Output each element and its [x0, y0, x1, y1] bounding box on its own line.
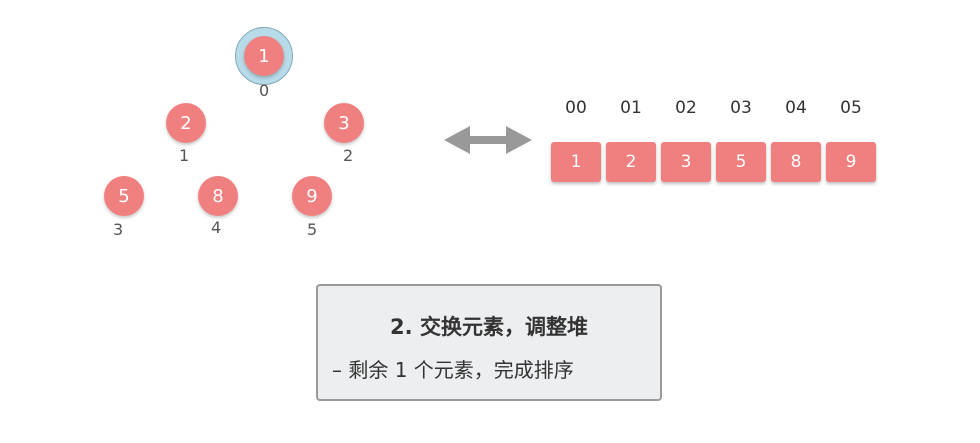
tree-node-leaf: 8	[198, 176, 238, 216]
tree-node-value: 5	[118, 185, 130, 207]
tree-node-right-child: 3	[324, 103, 364, 143]
array-cell-value: 1	[570, 152, 582, 172]
array-index: 02	[675, 98, 697, 118]
tree-node-index: 4	[211, 218, 222, 237]
tree-node-index: 3	[113, 220, 124, 239]
array-index: 00	[565, 98, 587, 118]
array-cell: 1	[551, 142, 601, 182]
tree-node-index: 0	[259, 81, 270, 100]
step-detail: – 剩余 1 个元素，完成排序	[332, 358, 574, 382]
array-cell: 8	[771, 142, 821, 182]
array-cell-value: 3	[680, 152, 692, 172]
tree-node-value: 3	[338, 112, 350, 134]
array-cell: 2	[606, 142, 656, 182]
tree-node-index: 2	[343, 146, 354, 165]
array-cell-value: 5	[735, 152, 747, 172]
array-cell-value: 2	[625, 152, 637, 172]
array-cell-value: 8	[790, 152, 802, 172]
double-arrow-icon	[444, 126, 532, 154]
tree-node-left-child: 2	[166, 103, 206, 143]
array-cell-value: 9	[845, 152, 857, 172]
tree-node-leaf: 5	[104, 176, 144, 216]
array-cell: 5	[716, 142, 766, 182]
tree-node-value: 1	[258, 45, 270, 67]
array-index: 04	[785, 98, 807, 118]
tree-node-index: 5	[307, 220, 318, 239]
array-cell: 9	[826, 142, 876, 182]
tree-node-value: 9	[306, 185, 318, 207]
tree-node-value: 8	[212, 185, 224, 207]
step-title: 2. 交换元素，调整堆	[390, 315, 588, 339]
array-index: 03	[730, 98, 752, 118]
array-cell: 3	[661, 142, 711, 182]
array-index: 01	[620, 98, 642, 118]
array-index: 05	[840, 98, 862, 118]
tree-node-index: 1	[179, 146, 190, 165]
step-note-box: 2. 交换元素，调整堆 – 剩余 1 个元素，完成排序	[316, 284, 662, 401]
tree-node-leaf: 9	[292, 176, 332, 216]
tree-node-value: 2	[180, 112, 192, 134]
tree-node-root: 1	[244, 36, 284, 76]
